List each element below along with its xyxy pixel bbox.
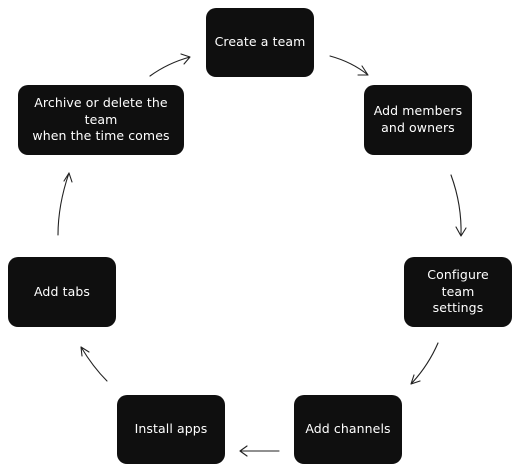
arrow-tabs-to-archive [57, 172, 73, 236]
step-label: Configure team settings [427, 266, 489, 316]
arrow-settings-to-channels [410, 342, 439, 385]
step-create-team: Create a team [206, 8, 314, 77]
arrow-create-to-members [329, 55, 369, 76]
step-label: Install apps [134, 421, 208, 437]
step-install-apps: Install apps [117, 395, 225, 464]
step-label: Add channels [305, 421, 391, 437]
step-configure-settings: Configure team settings [404, 257, 512, 327]
arrow-members-to-settings [450, 174, 467, 237]
step-add-members: Add members and owners [364, 85, 472, 155]
step-label: Add tabs [34, 283, 90, 299]
step-label: Add members and owners [373, 103, 463, 135]
step-archive-delete: Archive or delete the team when the time… [18, 85, 184, 155]
step-label: Create a team [214, 34, 306, 50]
step-add-channels: Add channels [294, 395, 402, 464]
step-add-tabs: Add tabs [8, 257, 116, 327]
arrow-channels-to-apps [239, 445, 280, 457]
arrow-archive-to-create [149, 53, 191, 77]
arrow-apps-to-tabs [80, 346, 108, 382]
step-label: Archive or delete the team when the time… [32, 94, 170, 144]
